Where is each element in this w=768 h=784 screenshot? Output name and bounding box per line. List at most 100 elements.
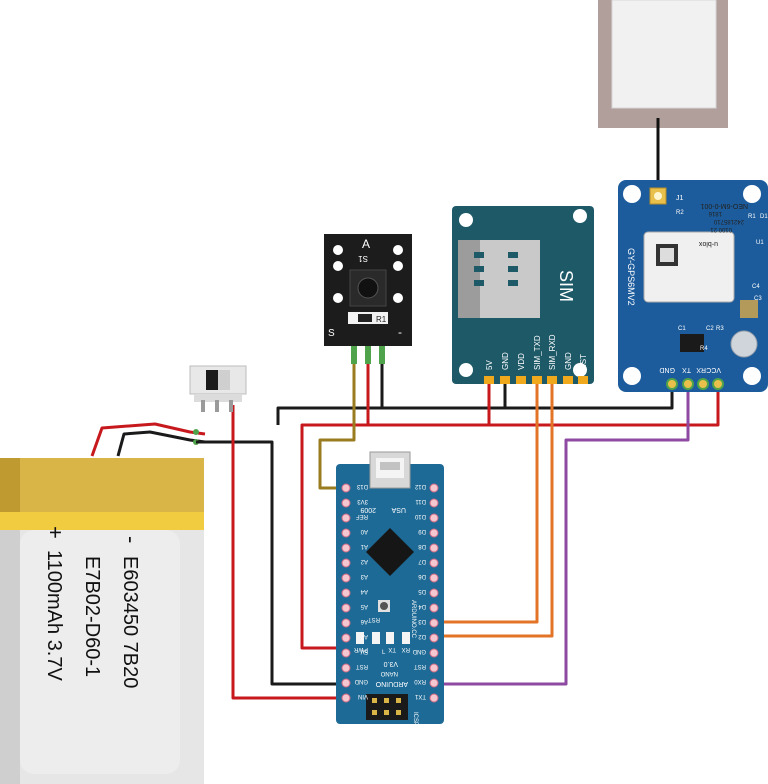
- arduino-right-pin: [429, 528, 439, 538]
- arduino-right-pin-label: D3: [418, 618, 426, 624]
- arduino-right-pin: [429, 588, 439, 598]
- sim-txd-wire: [438, 382, 539, 624]
- arduino-right-pin: [429, 648, 439, 658]
- arduino-nano: USA 2009 RST ARDUINO.CC PWR L TX RX V3.0…: [336, 451, 444, 726]
- gps-pin-label: TX: [682, 366, 691, 373]
- gps-component-label: R2: [676, 210, 684, 216]
- arduino-right-pin: [429, 693, 439, 703]
- arduino-left-pin: [341, 648, 351, 658]
- arduino-left-pin: [341, 693, 351, 703]
- sim-pin-label: SIM_TXD: [533, 335, 542, 370]
- arduino-right-pin: [429, 603, 439, 613]
- arduino-rst-label: RST: [368, 616, 380, 622]
- gps-pin-label: RX: [696, 366, 706, 373]
- arduino-year: 2009: [360, 506, 376, 513]
- arduino-left-pin-label: RST: [356, 663, 368, 669]
- sim-pin-label: GND: [564, 352, 573, 370]
- arduino-left-pin: [341, 558, 351, 568]
- arduino-usa: USA: [391, 506, 406, 513]
- arduino-right-pin: [429, 678, 439, 688]
- switch-to-vin: [231, 405, 346, 700]
- sim-pin-label: GND: [501, 352, 510, 370]
- gps-antenna-label: J1: [676, 195, 684, 202]
- button-resistor-label: R1: [376, 315, 387, 324]
- arduino-left-pin-label: A2: [360, 558, 368, 564]
- gps-component-label: R4: [700, 346, 708, 352]
- arduino-right-pin: [429, 618, 439, 628]
- arduino-right-pin: [429, 498, 439, 508]
- gps-tx-wire: [438, 390, 690, 686]
- arduino-left-pin-label: GND: [354, 678, 368, 684]
- arduino-left-pin-label: A5: [360, 603, 368, 609]
- arduino-right-pin-label: D11: [415, 498, 426, 504]
- arduino-left-pin: [341, 663, 351, 673]
- wires: [90, 340, 720, 700]
- gps-board-name: GY-GPS6MV2: [626, 248, 636, 306]
- arduino-right-pin-label: D7: [418, 558, 426, 564]
- arduino-left-pin-label: REF: [356, 513, 368, 519]
- gps-pin-label: VCC: [706, 366, 721, 373]
- sim-title: SIM: [556, 270, 576, 302]
- gps-chip-serial: 242185710: [713, 218, 744, 224]
- arduino-left-pin: [341, 573, 351, 583]
- arduino-left-pin: [341, 543, 351, 553]
- arduino-icsp-label: ICSP: [412, 712, 418, 726]
- arduino-right-pin-label: D12: [414, 483, 426, 489]
- arduino-left-pin: [341, 498, 351, 508]
- battery-plus: +: [43, 526, 68, 539]
- gps-module: J1 u-blox NEO-6M-0-001 242185710 0100 21…: [618, 180, 768, 392]
- gps-component-label: U1: [756, 240, 764, 246]
- arduino-right-pin-label: D10: [414, 513, 426, 519]
- arduino-left-pin: [341, 528, 351, 538]
- battery-label-1: E603450 7B20: [119, 556, 141, 688]
- arduino-right-pin: [429, 633, 439, 643]
- arduino-pwr-label: PWR: [353, 646, 368, 652]
- arduino-left-pin: [341, 633, 351, 643]
- gnd-bus-top: [276, 390, 674, 425]
- gps-pin-pad: [682, 378, 694, 390]
- sim-pin-pad: [563, 376, 573, 384]
- arduino-right-pin-label: RST: [414, 663, 426, 669]
- button-pin-s: S: [328, 328, 335, 339]
- button-top-label: A: [362, 237, 370, 251]
- arduino-right-pin: [429, 483, 439, 493]
- gps-pin-label: GND: [659, 366, 675, 373]
- gps-pin-pad: [712, 378, 724, 390]
- vcc-bus: [300, 345, 370, 650]
- sim-pin-pad: [532, 376, 542, 384]
- gps-component-label: C3: [754, 296, 762, 302]
- battery: - E603450 7B20 E7B02-D60-1 + 1100mAh 3.7…: [0, 458, 204, 784]
- sim-pin-label: SIM_RXD: [548, 334, 557, 370]
- sim-pin-pad: [500, 376, 510, 384]
- arduino-left-pin: [341, 678, 351, 688]
- gps-component-label: C2: [706, 326, 714, 332]
- arduino-right-pin-label: TX1: [414, 693, 426, 699]
- gps-chip-brand: u-blox: [698, 240, 718, 247]
- arduino-left-pin-label: A3: [360, 573, 368, 579]
- arduino-rx-label: RX: [402, 646, 410, 652]
- arduino-right-pin-label: GND: [412, 648, 426, 654]
- arduino-name-1: ARDUINO: [375, 680, 408, 687]
- arduino-left-pin: [341, 483, 351, 493]
- gps-component-label: R1: [748, 214, 756, 220]
- arduino-right-pin: [429, 663, 439, 673]
- button-mark: S1: [358, 254, 368, 263]
- gps-antenna: [598, 0, 728, 194]
- vcc-bus-right: [368, 390, 720, 427]
- gps-component-label: D1: [760, 214, 768, 220]
- arduino-right-pin: [429, 573, 439, 583]
- slide-switch: [189, 365, 247, 412]
- gps-pin-pad: [666, 378, 678, 390]
- arduino-left-pin-label: VIN: [358, 693, 368, 699]
- arduino-left-pin: [341, 588, 351, 598]
- sim-pin-label: 5V: [485, 360, 494, 370]
- gps-component-label: R3: [716, 326, 724, 332]
- arduino-left-pin-label: A6: [360, 618, 368, 624]
- sim-pin-pad: [516, 376, 526, 384]
- arduino-l-label: L: [382, 650, 386, 656]
- arduino-right-pin-label: D8: [418, 543, 426, 549]
